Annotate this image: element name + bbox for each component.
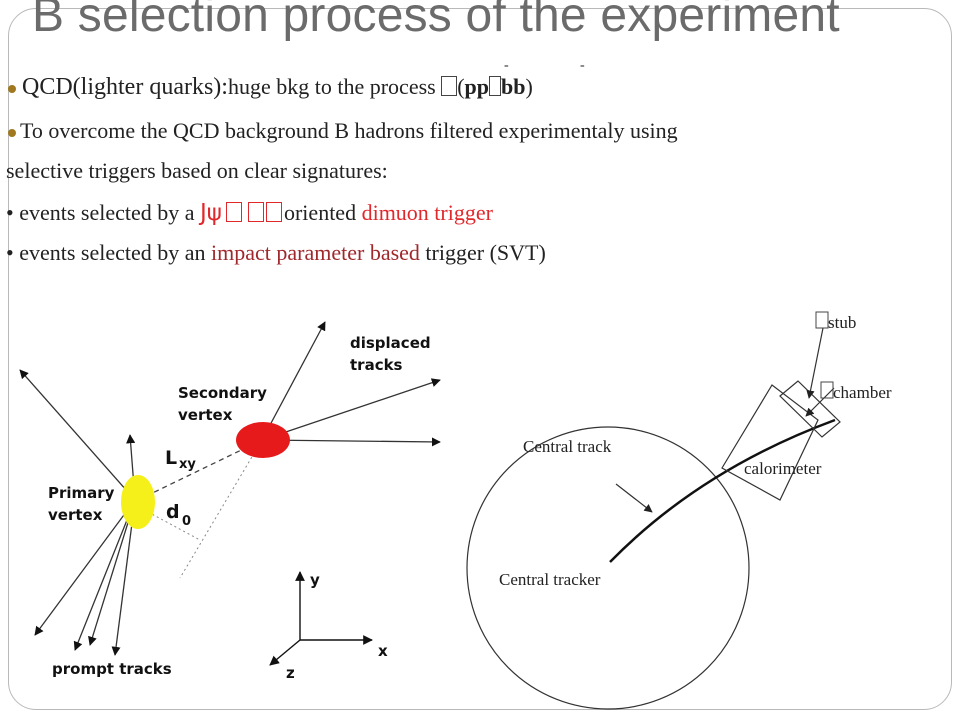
axis-y-label: y bbox=[310, 571, 320, 589]
bullet-impact-suffix: trigger (SVT) bbox=[419, 240, 546, 265]
lxy-flight-line bbox=[137, 439, 263, 501]
central-tracker-circle bbox=[466, 426, 750, 710]
missing-glyph-icon bbox=[815, 311, 829, 329]
chamber-arrow bbox=[805, 387, 835, 417]
muon-chamber-box bbox=[779, 380, 841, 438]
bullet-dimuon-mid: oriented bbox=[283, 200, 362, 225]
extrapolated-track-line bbox=[179, 439, 263, 579]
secondary-label: Secondary bbox=[178, 384, 267, 402]
calorimeter-box bbox=[721, 384, 819, 501]
stub-label: stub bbox=[828, 313, 856, 332]
slide-frame bbox=[8, 8, 952, 710]
bullet-impact-prefix: events selected by an bbox=[19, 240, 212, 265]
bullet-mark: • bbox=[6, 200, 20, 225]
detector-diagram: stub chamber Central track calorimeter C… bbox=[466, 311, 892, 710]
displaced-label: displaced bbox=[350, 334, 431, 352]
bullet-overcome: To overcome the QCD background B hadrons… bbox=[8, 118, 678, 144]
central-tracker-label: Central tracker bbox=[499, 570, 601, 589]
displaced-track-lines bbox=[261, 321, 441, 447]
bullet-dimuon-prefix: events selected by a bbox=[19, 200, 201, 225]
bullet-dot-icon bbox=[8, 128, 16, 137]
bullet-qcd-pp: pp bbox=[464, 74, 490, 99]
bullet-qcd-text: huge bkg to the process bbox=[227, 74, 442, 99]
missing-glyph-icon bbox=[265, 202, 282, 222]
slide-title: B selection process of the experiment bbox=[32, 0, 840, 42]
chamber-label: chamber bbox=[833, 383, 892, 402]
tracks-label: tracks bbox=[350, 356, 403, 374]
lxy-sub-label: xy bbox=[179, 457, 196, 472]
bullet-qcd-bb: bb bbox=[501, 74, 526, 99]
bar-mark: - bbox=[580, 58, 585, 73]
primary-label: Primary bbox=[48, 484, 115, 502]
muon-track-line bbox=[609, 418, 836, 563]
bullet-qcd-close: ) bbox=[525, 74, 533, 99]
bullet-impact: • events selected by an impact parameter… bbox=[6, 240, 546, 266]
central-track-label: Central track bbox=[523, 437, 612, 456]
bullet-qcd-prefix: QCD(lighter quarks): bbox=[22, 74, 228, 100]
bullet-overcome-line2: selective triggers based on clear signat… bbox=[6, 158, 388, 183]
bullet-qcd: QCD(lighter quarks):huge bkg to the proc… bbox=[8, 74, 533, 101]
vertex-diagram: displaced tracks Secondary vertex L xy P… bbox=[19, 321, 441, 682]
axes-icon bbox=[269, 571, 373, 666]
axis-z-label: z bbox=[286, 664, 295, 682]
missing-glyph-icon bbox=[225, 202, 242, 222]
stub-arrow bbox=[806, 327, 824, 399]
central-track-arrow bbox=[615, 483, 653, 513]
primary-vertex-label: vertex bbox=[48, 506, 103, 524]
calorimeter-label: calorimeter bbox=[744, 459, 822, 478]
missing-glyph-icon bbox=[820, 381, 834, 399]
d0-label: d bbox=[166, 501, 180, 523]
bullet-mark: • bbox=[6, 240, 20, 265]
bullet-impact-highlight: impact parameter based bbox=[211, 240, 420, 265]
bullet-qcd-paren: ( bbox=[457, 74, 465, 99]
secondary-vertex-label: vertex bbox=[178, 406, 233, 424]
bullet-dimuon: • events selected by a Jψ oriented dimuon… bbox=[6, 200, 493, 226]
lxy-label: L bbox=[165, 447, 177, 469]
missing-glyph-icon bbox=[247, 202, 264, 222]
bar-mark: - bbox=[504, 58, 509, 73]
secondary-vertex-blob bbox=[236, 422, 290, 458]
prompt-tracks-label: prompt tracks bbox=[52, 660, 172, 678]
primary-vertex-blob bbox=[121, 475, 155, 529]
bullet-dot-icon bbox=[8, 84, 16, 93]
bullet-dimuon-trigger: dimuon trigger bbox=[361, 200, 493, 225]
missing-glyph-icon bbox=[489, 76, 502, 96]
d0-sub-label: 0 bbox=[182, 514, 191, 529]
jpsi-symbol: Jψ bbox=[200, 200, 222, 226]
bullet-overcome-line1: To overcome the QCD background B hadrons… bbox=[20, 118, 678, 143]
missing-glyph-icon bbox=[441, 76, 458, 96]
axis-x-label: x bbox=[378, 642, 388, 660]
